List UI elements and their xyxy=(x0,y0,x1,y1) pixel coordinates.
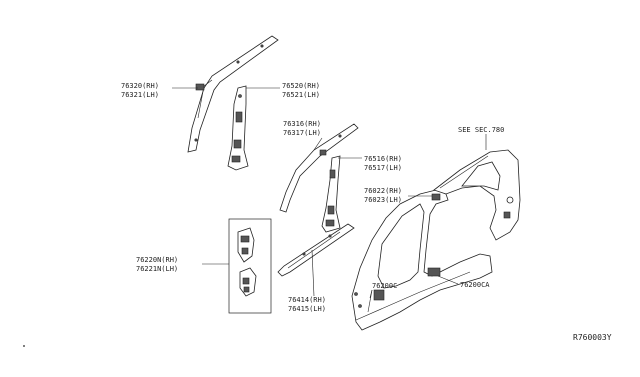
rear-quarter-panel[interactable] xyxy=(431,149,521,241)
label-76200C: 76200C xyxy=(372,282,397,290)
bracket-upper-part[interactable] xyxy=(237,227,255,263)
label-76023: 76023(LH) xyxy=(364,196,402,204)
bracket-group-box xyxy=(228,218,272,314)
bracket-lower-part[interactable] xyxy=(239,267,257,297)
diagram-code: R760003Y xyxy=(573,333,612,342)
body-side-outer-panel[interactable] xyxy=(351,189,493,331)
see-section-note[interactable]: SEE SEC.780 xyxy=(458,126,504,134)
label-76316: 76316(RH) xyxy=(283,120,321,128)
label-76517: 76517(LH) xyxy=(364,164,402,172)
label-76320: 76320(RH) xyxy=(121,82,159,90)
label-76200CA: 76200CA xyxy=(460,281,490,289)
label-76221N: 76221N(LH) xyxy=(136,265,178,273)
label-76520: 76520(RH) xyxy=(282,82,320,90)
label-76521: 76521(LH) xyxy=(282,91,320,99)
front-pillar-upper-part[interactable] xyxy=(187,35,279,153)
label-76317: 76317(LH) xyxy=(283,129,321,137)
label-76220N: 76220N(RH) xyxy=(136,256,178,264)
center-pillar-inner-part[interactable] xyxy=(227,85,249,171)
label-76415: 76415(LH) xyxy=(288,305,326,313)
stray-dot xyxy=(23,345,25,347)
label-76516: 76516(RH) xyxy=(364,155,402,163)
sill-reinforcement-part[interactable] xyxy=(277,223,355,277)
label-76321: 76321(LH) xyxy=(121,91,159,99)
label-76022: 76022(RH) xyxy=(364,187,402,195)
label-76414: 76414(RH) xyxy=(288,296,326,304)
center-pillar-outer-part[interactable] xyxy=(321,155,341,233)
front-pillar-outer-part[interactable] xyxy=(279,123,359,213)
